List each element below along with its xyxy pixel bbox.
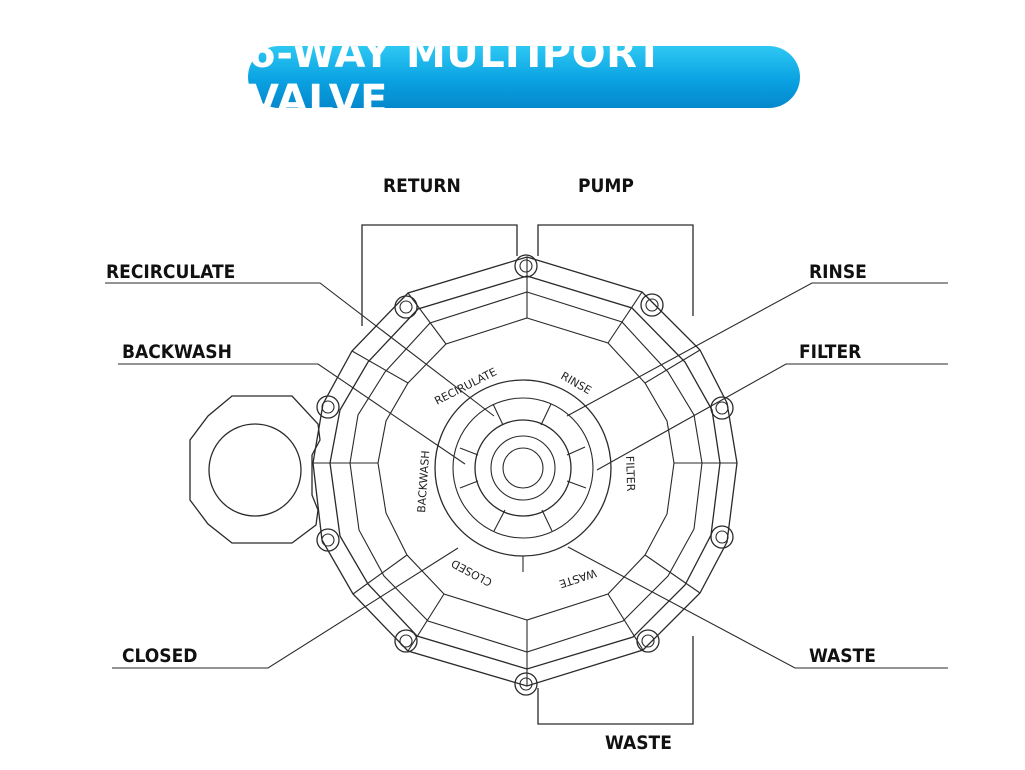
title-banner: 6-WAY MULTIPORT VALVE (248, 31, 800, 123)
port-return-label: RETURN (383, 175, 461, 197)
callout-filter: FILTER (799, 341, 861, 363)
waste-port-outline (537, 636, 694, 725)
callout-waste: WASTE (809, 645, 876, 667)
dial-label-rinse: RINSE (559, 369, 594, 397)
dial (434, 379, 612, 572)
pump-port-outline (537, 224, 694, 316)
side-port (189, 395, 321, 544)
page-title: 6-WAY MULTIPORT VALVE (248, 31, 664, 123)
bolt-holes (316, 254, 734, 696)
callout-backwash: BACKWASH (122, 341, 232, 363)
leader-lines (105, 282, 948, 669)
return-port-outline (361, 224, 518, 326)
callout-rinse: RINSE (809, 261, 867, 283)
callout-closed: CLOSED (122, 645, 197, 667)
dial-label-waste: WASTE (557, 566, 598, 590)
port-waste-label: WASTE (605, 732, 672, 754)
port-pump-label: PUMP (578, 175, 634, 197)
dial-label-closed: CLOSED (449, 556, 494, 588)
dial-label-filter: FILTER (623, 456, 637, 492)
valve-body (312, 256, 738, 687)
dial-label-backwash: BACKWASH (415, 450, 432, 513)
callout-recirculate: RECIRCULATE (106, 261, 235, 283)
